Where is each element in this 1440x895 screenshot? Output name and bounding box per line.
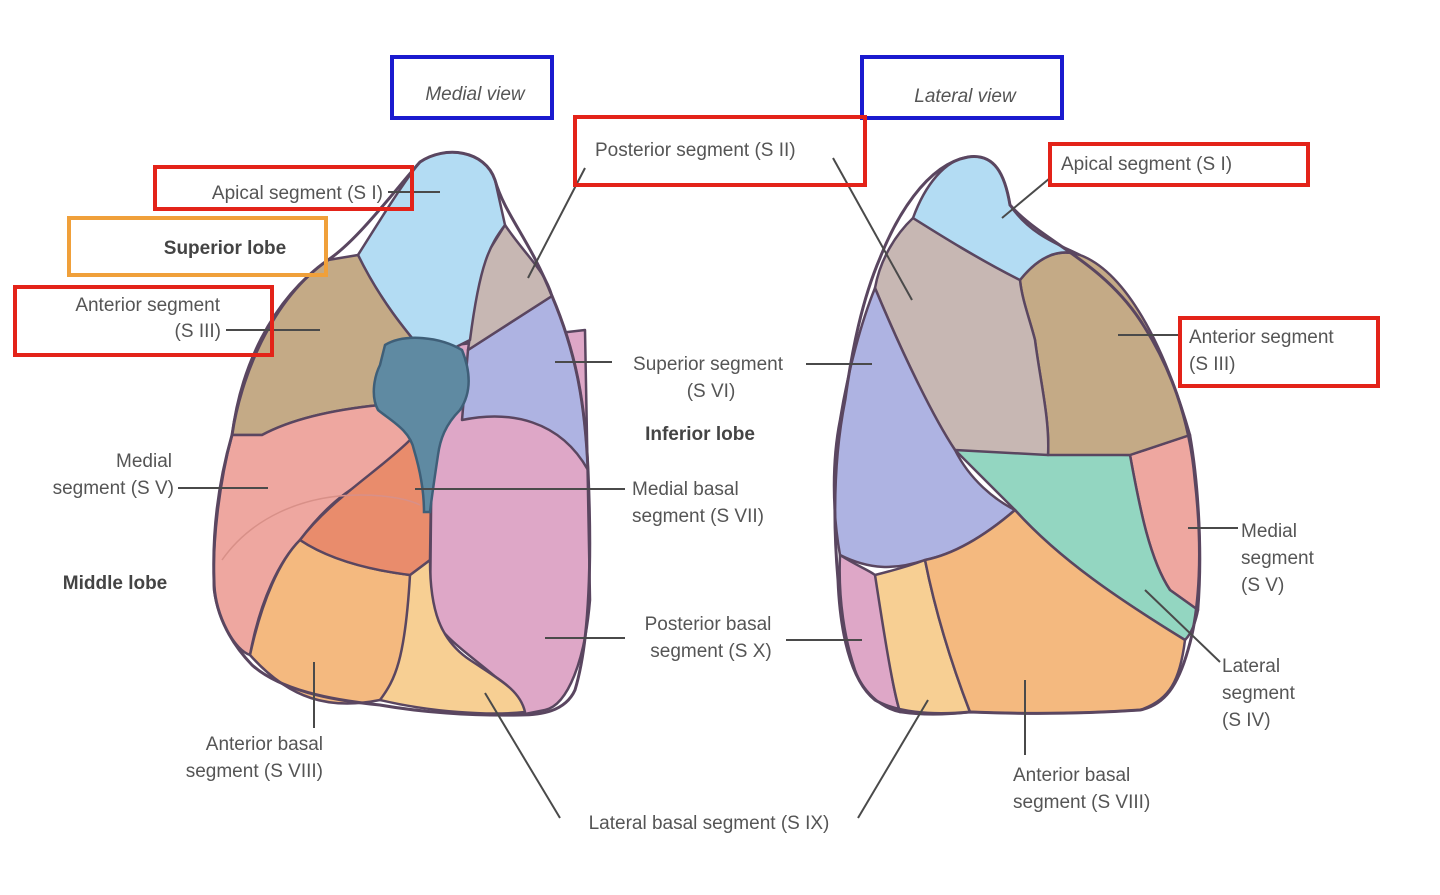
leader-lateral-seg (1144, 589, 1221, 663)
label-apical-lateral: Apical segment (S I) (1061, 154, 1232, 175)
lateral-view-lung (832, 155, 1202, 716)
medial-view-title: Medial view (425, 84, 526, 105)
label-anterior-lateral-2: (S III) (1189, 354, 1235, 375)
label-superior-lobe: Superior lobe (164, 238, 286, 259)
label-anterior-lateral-1: Anterior segment (1189, 327, 1334, 348)
medial-lateral-basal-region (378, 558, 527, 715)
leader-lines (178, 157, 1238, 819)
leader-lateral-basal-medial (484, 692, 561, 819)
leader-lateral-basal-lateral (857, 699, 929, 819)
label-lateral-seg-2: segment (1222, 683, 1296, 704)
label-medial-medial-2: segment (S V) (53, 478, 174, 499)
medial-side-labels: Apical segment (S I) Superior lobe Anter… (53, 183, 383, 782)
label-lateral-basal: Lateral basal segment (S IX) (589, 813, 830, 834)
label-posterior-basal-2: segment (S X) (650, 641, 771, 662)
label-inferior-lobe: Inferior lobe (645, 424, 755, 445)
box-anterior-lateral (1178, 316, 1380, 388)
label-superior-1: Superior segment (633, 354, 784, 375)
box-apical-medial (153, 165, 414, 211)
label-medial-basal-2: segment (S VII) (632, 506, 764, 527)
medial-lung-outline (212, 150, 592, 717)
label-medial-lateral-2: segment (1241, 548, 1315, 569)
label-anterior-medial-2: (S III) (175, 321, 221, 342)
medial-fissure-arc (221, 494, 421, 561)
label-superior-2: (S VI) (687, 381, 736, 402)
medial-hilum (372, 336, 470, 514)
lateral-side-labels: Apical segment (S I) Anterior segment (S… (1013, 154, 1334, 813)
label-anterior-basal-medial-2: segment (S VIII) (186, 761, 323, 782)
label-lateral-seg-3: (S IV) (1222, 710, 1271, 731)
medial-view-lung (212, 150, 592, 717)
label-posterior-basal-1: Posterior basal (645, 614, 772, 635)
view-titles: Medial view Lateral view (425, 84, 1017, 107)
label-anterior-basal-lateral-2: segment (S VIII) (1013, 792, 1150, 813)
box-anterior-medial (13, 285, 274, 357)
lateral-view-title: Lateral view (914, 86, 1017, 107)
box-apical-lateral (1048, 142, 1310, 187)
label-medial-basal-1: Medial basal (632, 479, 739, 500)
label-posterior-segment: Posterior segment (S II) (595, 140, 796, 161)
box-lateral-view (860, 55, 1064, 120)
box-superior-lobe (67, 216, 328, 277)
label-apical-medial: Apical segment (S I) (212, 183, 383, 204)
label-anterior-basal-lateral-1: Anterior basal (1013, 765, 1130, 786)
label-anterior-medial-1: Anterior segment (75, 295, 220, 316)
label-lateral-seg-1: Lateral (1222, 656, 1280, 677)
label-medial-lateral-3: (S V) (1241, 575, 1284, 596)
label-medial-lateral-1: Medial (1241, 521, 1297, 542)
label-anterior-basal-medial-1: Anterior basal (206, 734, 323, 755)
label-medial-medial-1: Medial (116, 451, 172, 472)
leader-posterior-lateral (832, 157, 913, 301)
lateral-lung-outline (833, 155, 1201, 715)
highlight-boxes (13, 55, 1380, 388)
box-medial-view (390, 55, 554, 120)
label-middle-lobe: Middle lobe (63, 573, 168, 594)
leader-apical-lateral (1001, 177, 1051, 219)
center-labels: Posterior segment (S II) Superior segmen… (589, 140, 830, 834)
box-posterior-segment (573, 115, 867, 187)
